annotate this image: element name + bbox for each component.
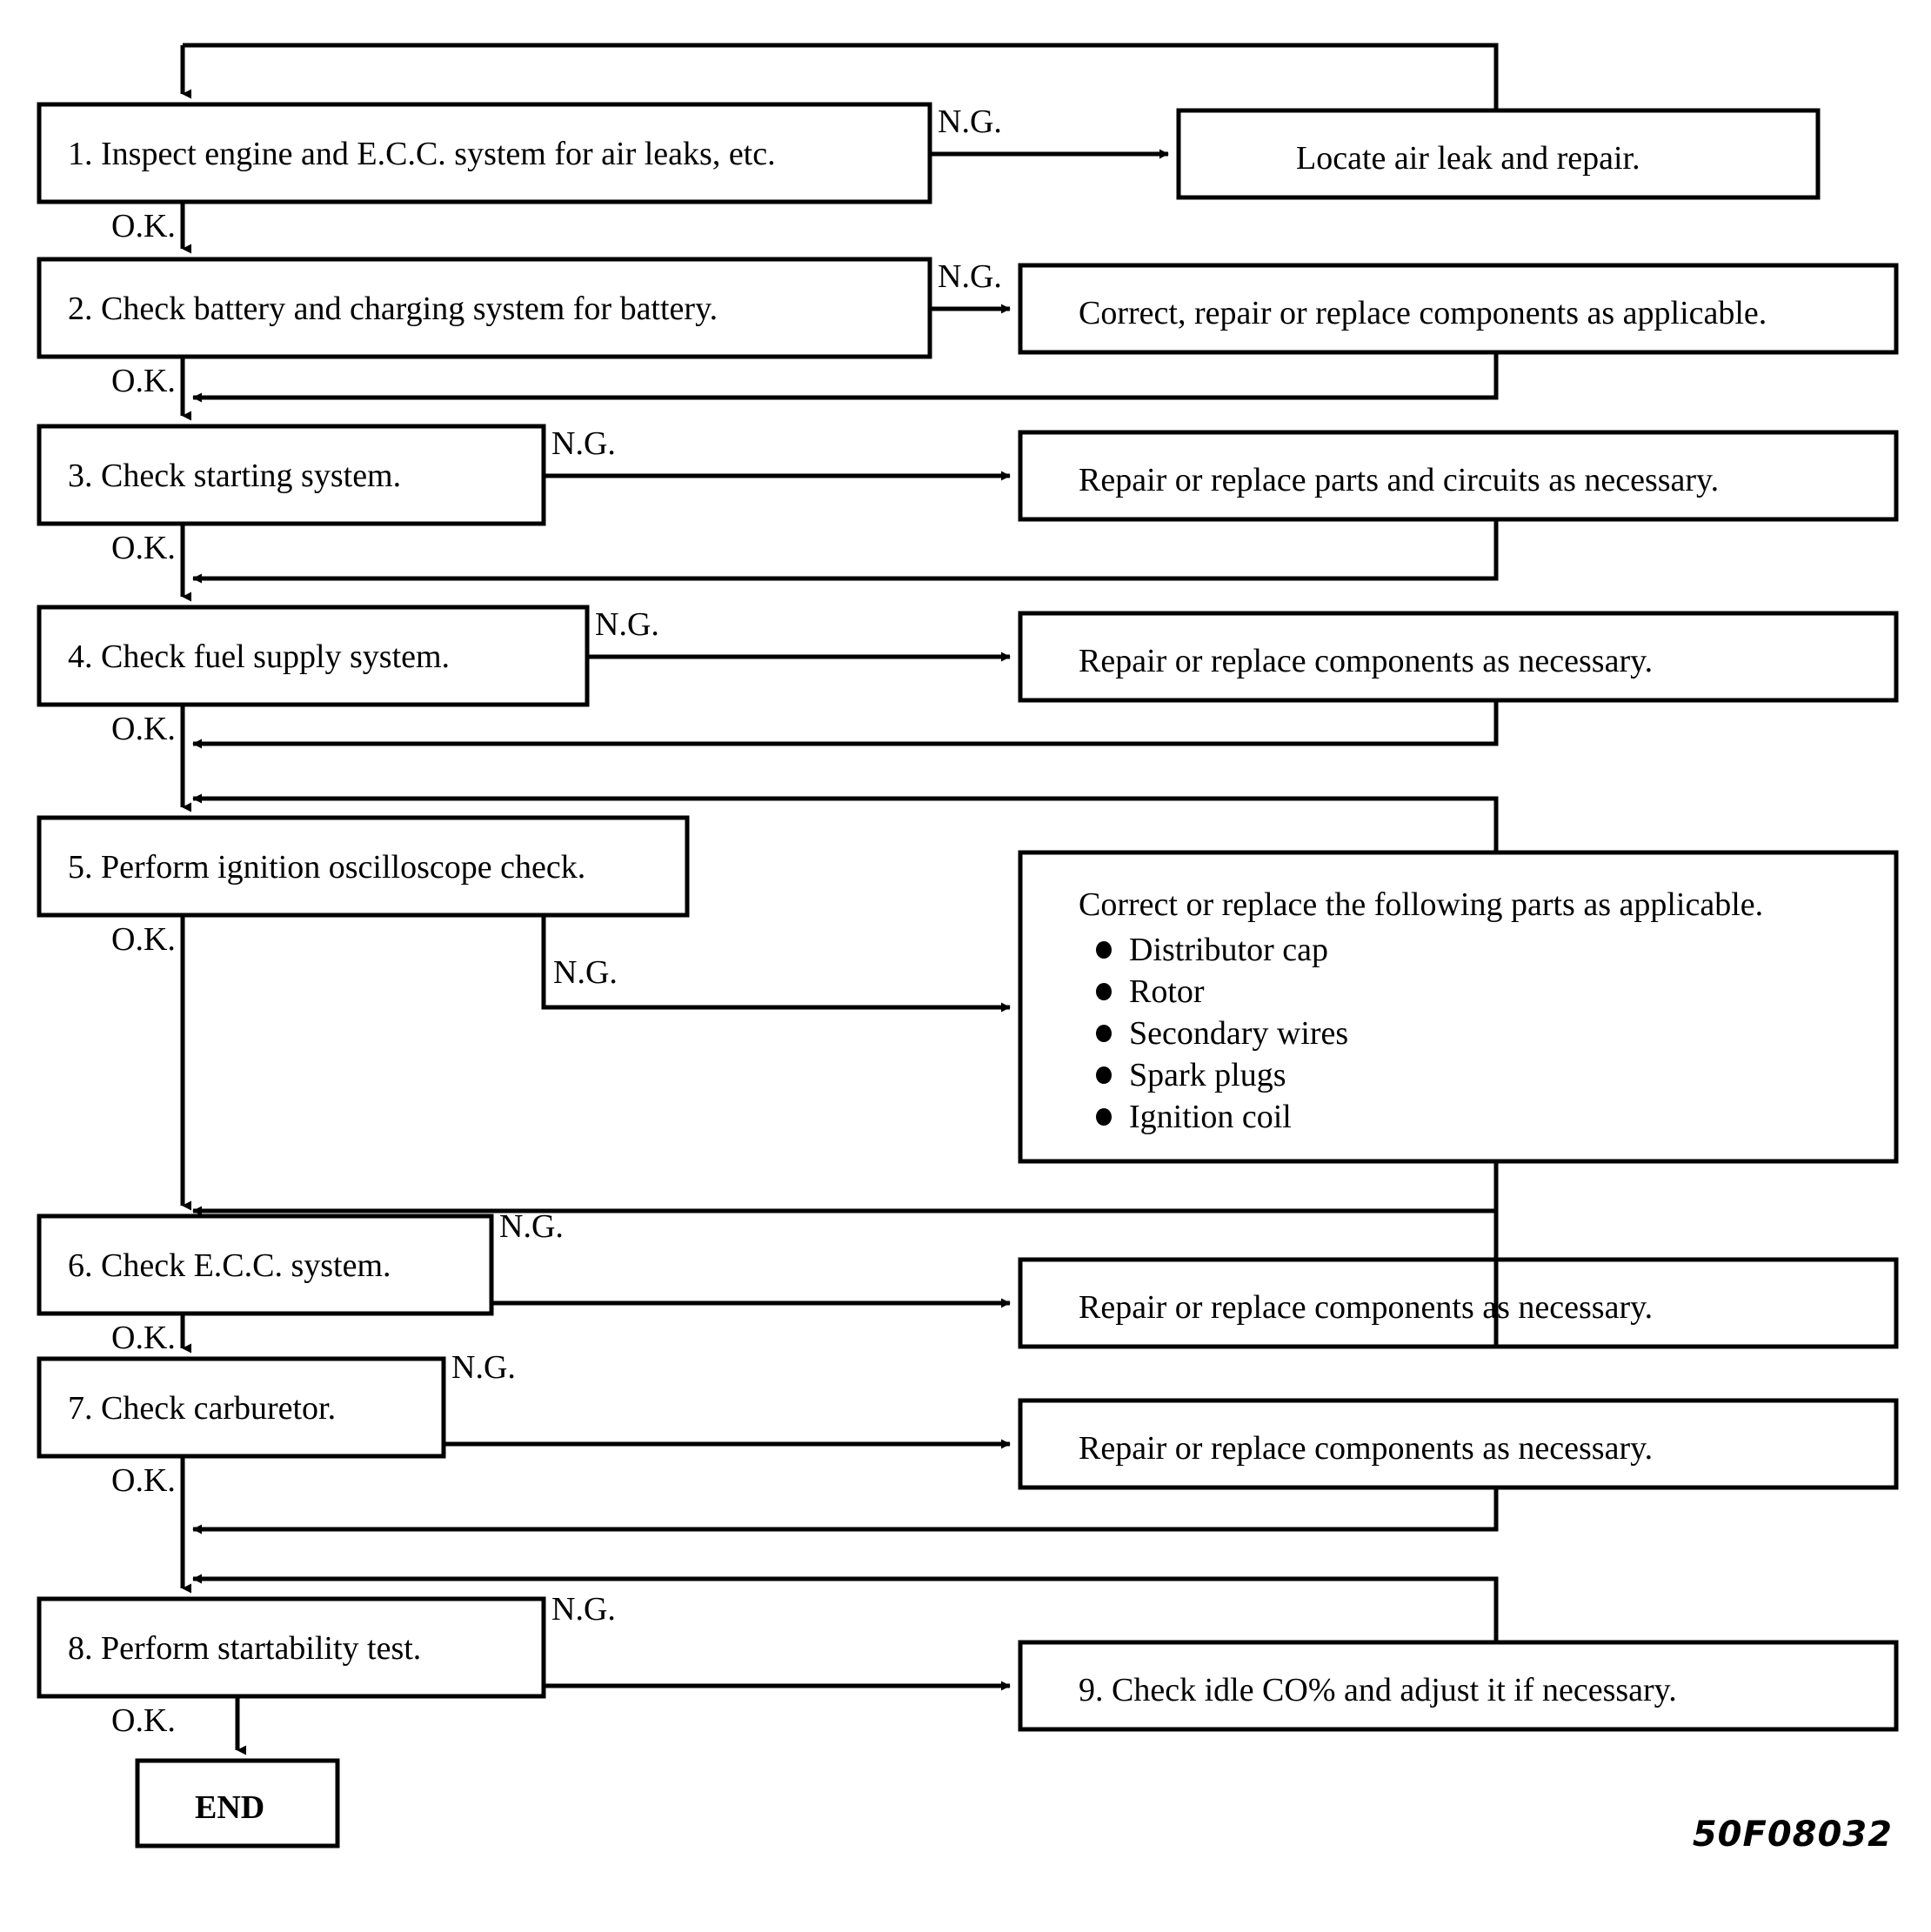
action-label-1: Locate air leak and repair. <box>1296 140 1640 177</box>
edge-label-ng-1: N.G. <box>938 104 1002 140</box>
feedback-loop-6 <box>192 1161 1499 1216</box>
bullet-icon <box>1096 941 1112 959</box>
parts-list: Distributor cap Rotor Secondary wires Sp… <box>1079 929 1763 1138</box>
action-label-4: Repair or replace components as necessar… <box>1079 643 1654 679</box>
feedback-loop-5 <box>192 793 1499 852</box>
edge-label-ok-7: O.K. <box>111 1462 176 1499</box>
action-box-9 <box>1018 1640 1899 1732</box>
edge-label-ok-2: O.K. <box>111 363 176 399</box>
step-label-6: 6. Check E.C.C. system. <box>68 1247 391 1284</box>
action-label-6: Repair or replace components as necessar… <box>1079 1289 1654 1326</box>
edge-label-ok-3: O.K. <box>111 530 176 566</box>
step-label-5: 5. Perform ignition oscilloscope check. <box>68 849 586 886</box>
action-box-2 <box>1018 263 1899 355</box>
list-item: Ignition coil <box>1096 1096 1763 1138</box>
step-label-4: 4. Check fuel supply system. <box>68 638 451 675</box>
step-label-7: 7. Check carburetor. <box>68 1390 337 1427</box>
action-box-1 <box>1176 108 1821 200</box>
feedback-loop-4 <box>192 700 1499 749</box>
step-label-1: 1. Inspect engine and E.C.C. system for … <box>68 136 776 172</box>
feedback-loop-3 <box>192 519 1499 584</box>
action-box-4 <box>1018 611 1899 703</box>
step-box-6 <box>37 1213 494 1316</box>
feedback-loop-1 <box>183 43 1499 110</box>
step-box-2 <box>37 257 932 359</box>
end-box <box>135 1758 340 1848</box>
list-item: Secondary wires <box>1096 1013 1763 1054</box>
list-item: Distributor cap <box>1096 929 1763 971</box>
list-item: Spark plugs <box>1096 1054 1763 1096</box>
edge-label-ng-4: N.G. <box>595 606 659 643</box>
edge-label-ok-5: O.K. <box>111 921 176 958</box>
step-label-2: 2. Check battery and charging system for… <box>68 291 718 327</box>
edge-label-ok-4: O.K. <box>111 711 176 747</box>
action-box-7 <box>1018 1398 1899 1490</box>
action-box-3 <box>1018 430 1899 522</box>
step-box-5 <box>37 815 690 918</box>
bullet-icon <box>1096 1025 1112 1042</box>
bullet-icon <box>1096 1108 1112 1126</box>
action-label-7: Repair or replace components as necessar… <box>1079 1430 1654 1467</box>
edge-label-ng-8: N.G. <box>551 1591 616 1628</box>
step-box-1 <box>37 102 932 204</box>
step-box-8 <box>37 1596 546 1699</box>
edge-label-ng-7: N.G. <box>451 1349 516 1386</box>
edge-label-ok-8: O.K. <box>111 1702 176 1739</box>
bullet-icon <box>1096 1066 1112 1084</box>
feedback-loop-2 <box>192 352 1499 403</box>
action-box-6 <box>1018 1257 1899 1349</box>
step-box-7 <box>37 1356 446 1459</box>
action-parts-list-5: Correct or replace the following parts a… <box>1079 886 1763 1138</box>
action-label-9: 9. Check idle CO% and adjust it if neces… <box>1079 1672 1677 1708</box>
step-label-3: 3. Check starting system. <box>68 458 402 494</box>
edge-label-ok-1: O.K. <box>111 208 176 244</box>
figure-code: 50F08032 <box>1692 1815 1893 1855</box>
edge-label-ok-6: O.K. <box>111 1320 176 1356</box>
action-label-3: Repair or replace parts and circuits as … <box>1079 462 1720 498</box>
action-box-5 <box>1018 850 1899 1164</box>
list-item: Rotor <box>1096 971 1763 1013</box>
arrow-ng-5 <box>541 915 1011 1013</box>
end-label: END <box>195 1789 265 1826</box>
feedback-loop-8 <box>192 1487 1499 1534</box>
edge-label-ng-3: N.G. <box>551 425 616 462</box>
edge-label-ng-6: N.G. <box>499 1208 564 1245</box>
edge-label-ng-2: N.G. <box>938 258 1002 295</box>
step-label-8: 8. Perform startability test. <box>68 1630 422 1667</box>
feedback-loop-9 <box>192 1574 1499 1642</box>
action-label-5: Correct or replace the following parts a… <box>1079 886 1764 923</box>
step-box-3 <box>37 424 546 526</box>
edge-label-ng-5: N.G. <box>553 954 618 991</box>
bullet-icon <box>1096 983 1112 1000</box>
action-label-2: Correct, repair or replace components as… <box>1079 295 1767 331</box>
